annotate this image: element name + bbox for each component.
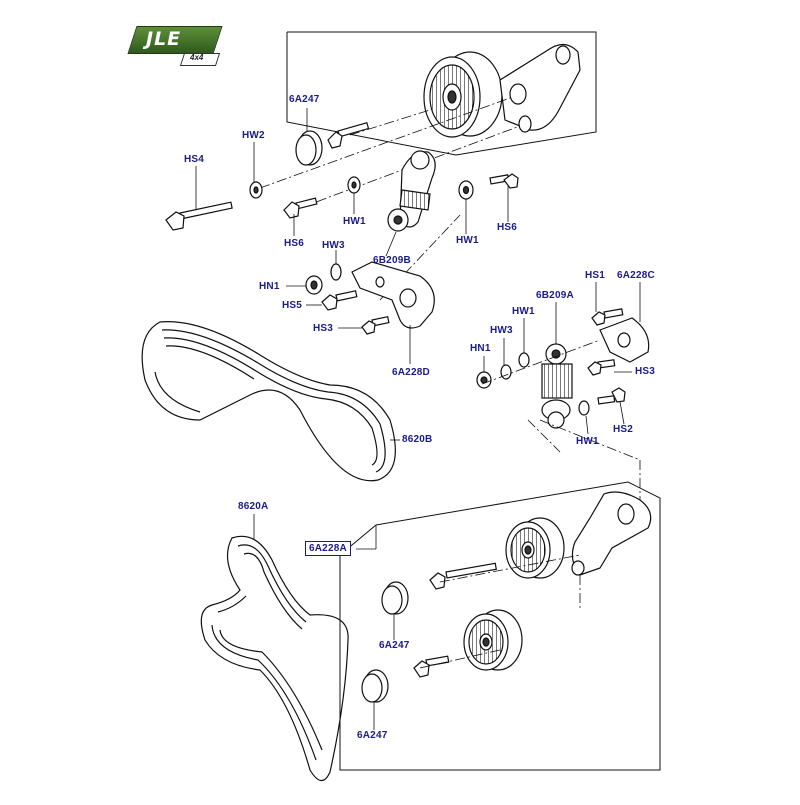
label-hn1-upper: HN1 <box>259 281 280 292</box>
nut-hn1-upper <box>305 275 323 295</box>
label-6a228d: 6A228D <box>392 367 430 378</box>
label-hw1-lower: HW1 <box>512 306 535 317</box>
label-6a247-mid: 6A247 <box>379 640 410 651</box>
label-hs6-right: HS6 <box>497 222 518 233</box>
jle-logo: JLE 4x4 <box>127 22 224 68</box>
label-8620b: 8620B <box>402 434 433 445</box>
label-hs4: HS4 <box>184 154 205 165</box>
bolt-hs4 <box>165 201 233 231</box>
label-hw3-lower: HW3 <box>490 325 513 336</box>
bolt-hs3-right <box>587 359 616 376</box>
nut-hn1-lower <box>476 371 492 389</box>
top-assembly-frame <box>286 31 597 156</box>
bolt-hs3-left <box>361 315 390 335</box>
logo-subtext: 4x4 <box>190 53 204 62</box>
label-6b209b: 6B209B <box>373 255 411 266</box>
belt-8620b <box>141 321 396 482</box>
washer-hw1-right <box>458 180 474 200</box>
top-bracket-plate <box>499 43 581 133</box>
bolt-hs1 <box>591 308 624 326</box>
washer-hw2 <box>249 181 263 199</box>
washer-hw3-upper <box>330 263 342 281</box>
washer-hw1-mid <box>347 176 361 194</box>
belt-8620a <box>200 535 349 782</box>
lower-bracket-plate <box>571 491 652 576</box>
label-hs3-right: HS3 <box>635 366 656 377</box>
bolt-hs6-right <box>489 173 519 189</box>
leader-lines <box>195 108 641 730</box>
label-hw3-upper: HW3 <box>322 240 345 251</box>
bolt-hs2 <box>597 387 626 405</box>
lower-axis-lines <box>481 339 641 500</box>
bracket-6a228c <box>599 317 650 363</box>
label-6a247-top: 6A247 <box>289 94 320 105</box>
top-idler-pulley <box>423 51 503 138</box>
top-pulley-bolt <box>327 121 370 149</box>
tensioner-6b209b <box>387 150 436 232</box>
tensioner-6b209a <box>541 343 573 429</box>
washer-hw1-bottom <box>578 400 590 416</box>
washer-hw1-lower <box>518 352 530 368</box>
logo-text: JLE <box>146 28 182 50</box>
spacer-6a247-mid <box>381 581 409 615</box>
label-hs5: HS5 <box>282 300 303 311</box>
label-hs1: HS1 <box>585 270 606 281</box>
label-6a228a: 6A228A <box>305 541 351 556</box>
label-6a228c: 6A228C <box>617 270 655 281</box>
label-hw2: HW2 <box>242 130 265 141</box>
spacer-6a247-top <box>295 130 323 166</box>
label-6a247-bot: 6A247 <box>357 730 388 741</box>
lower-idler-pulley-lower <box>463 609 523 671</box>
spacer-6a247-bot <box>361 669 389 703</box>
lower-idler-pulley-upper <box>505 517 565 579</box>
label-hs6-left: HS6 <box>284 238 305 249</box>
label-hw1-mid: HW1 <box>343 216 366 227</box>
label-6b209a: 6B209A <box>536 290 574 301</box>
label-hw1-right: HW1 <box>456 235 479 246</box>
label-hw1-bottom: HW1 <box>576 436 599 447</box>
lower-short-bolt <box>413 655 450 678</box>
bolt-hs5 <box>321 290 358 311</box>
label-8620a: 8620A <box>238 501 269 512</box>
label-hs3-left: HS3 <box>313 323 334 334</box>
bolt-hs6-left <box>283 197 318 219</box>
washer-hw3-lower <box>500 364 512 380</box>
bracket-6a228d <box>351 261 435 329</box>
lower-axis-lines-2 <box>419 554 581 669</box>
label-hn1-lower: HN1 <box>470 343 491 354</box>
lower-long-bolt <box>429 562 497 590</box>
label-hs2: HS2 <box>613 424 634 435</box>
